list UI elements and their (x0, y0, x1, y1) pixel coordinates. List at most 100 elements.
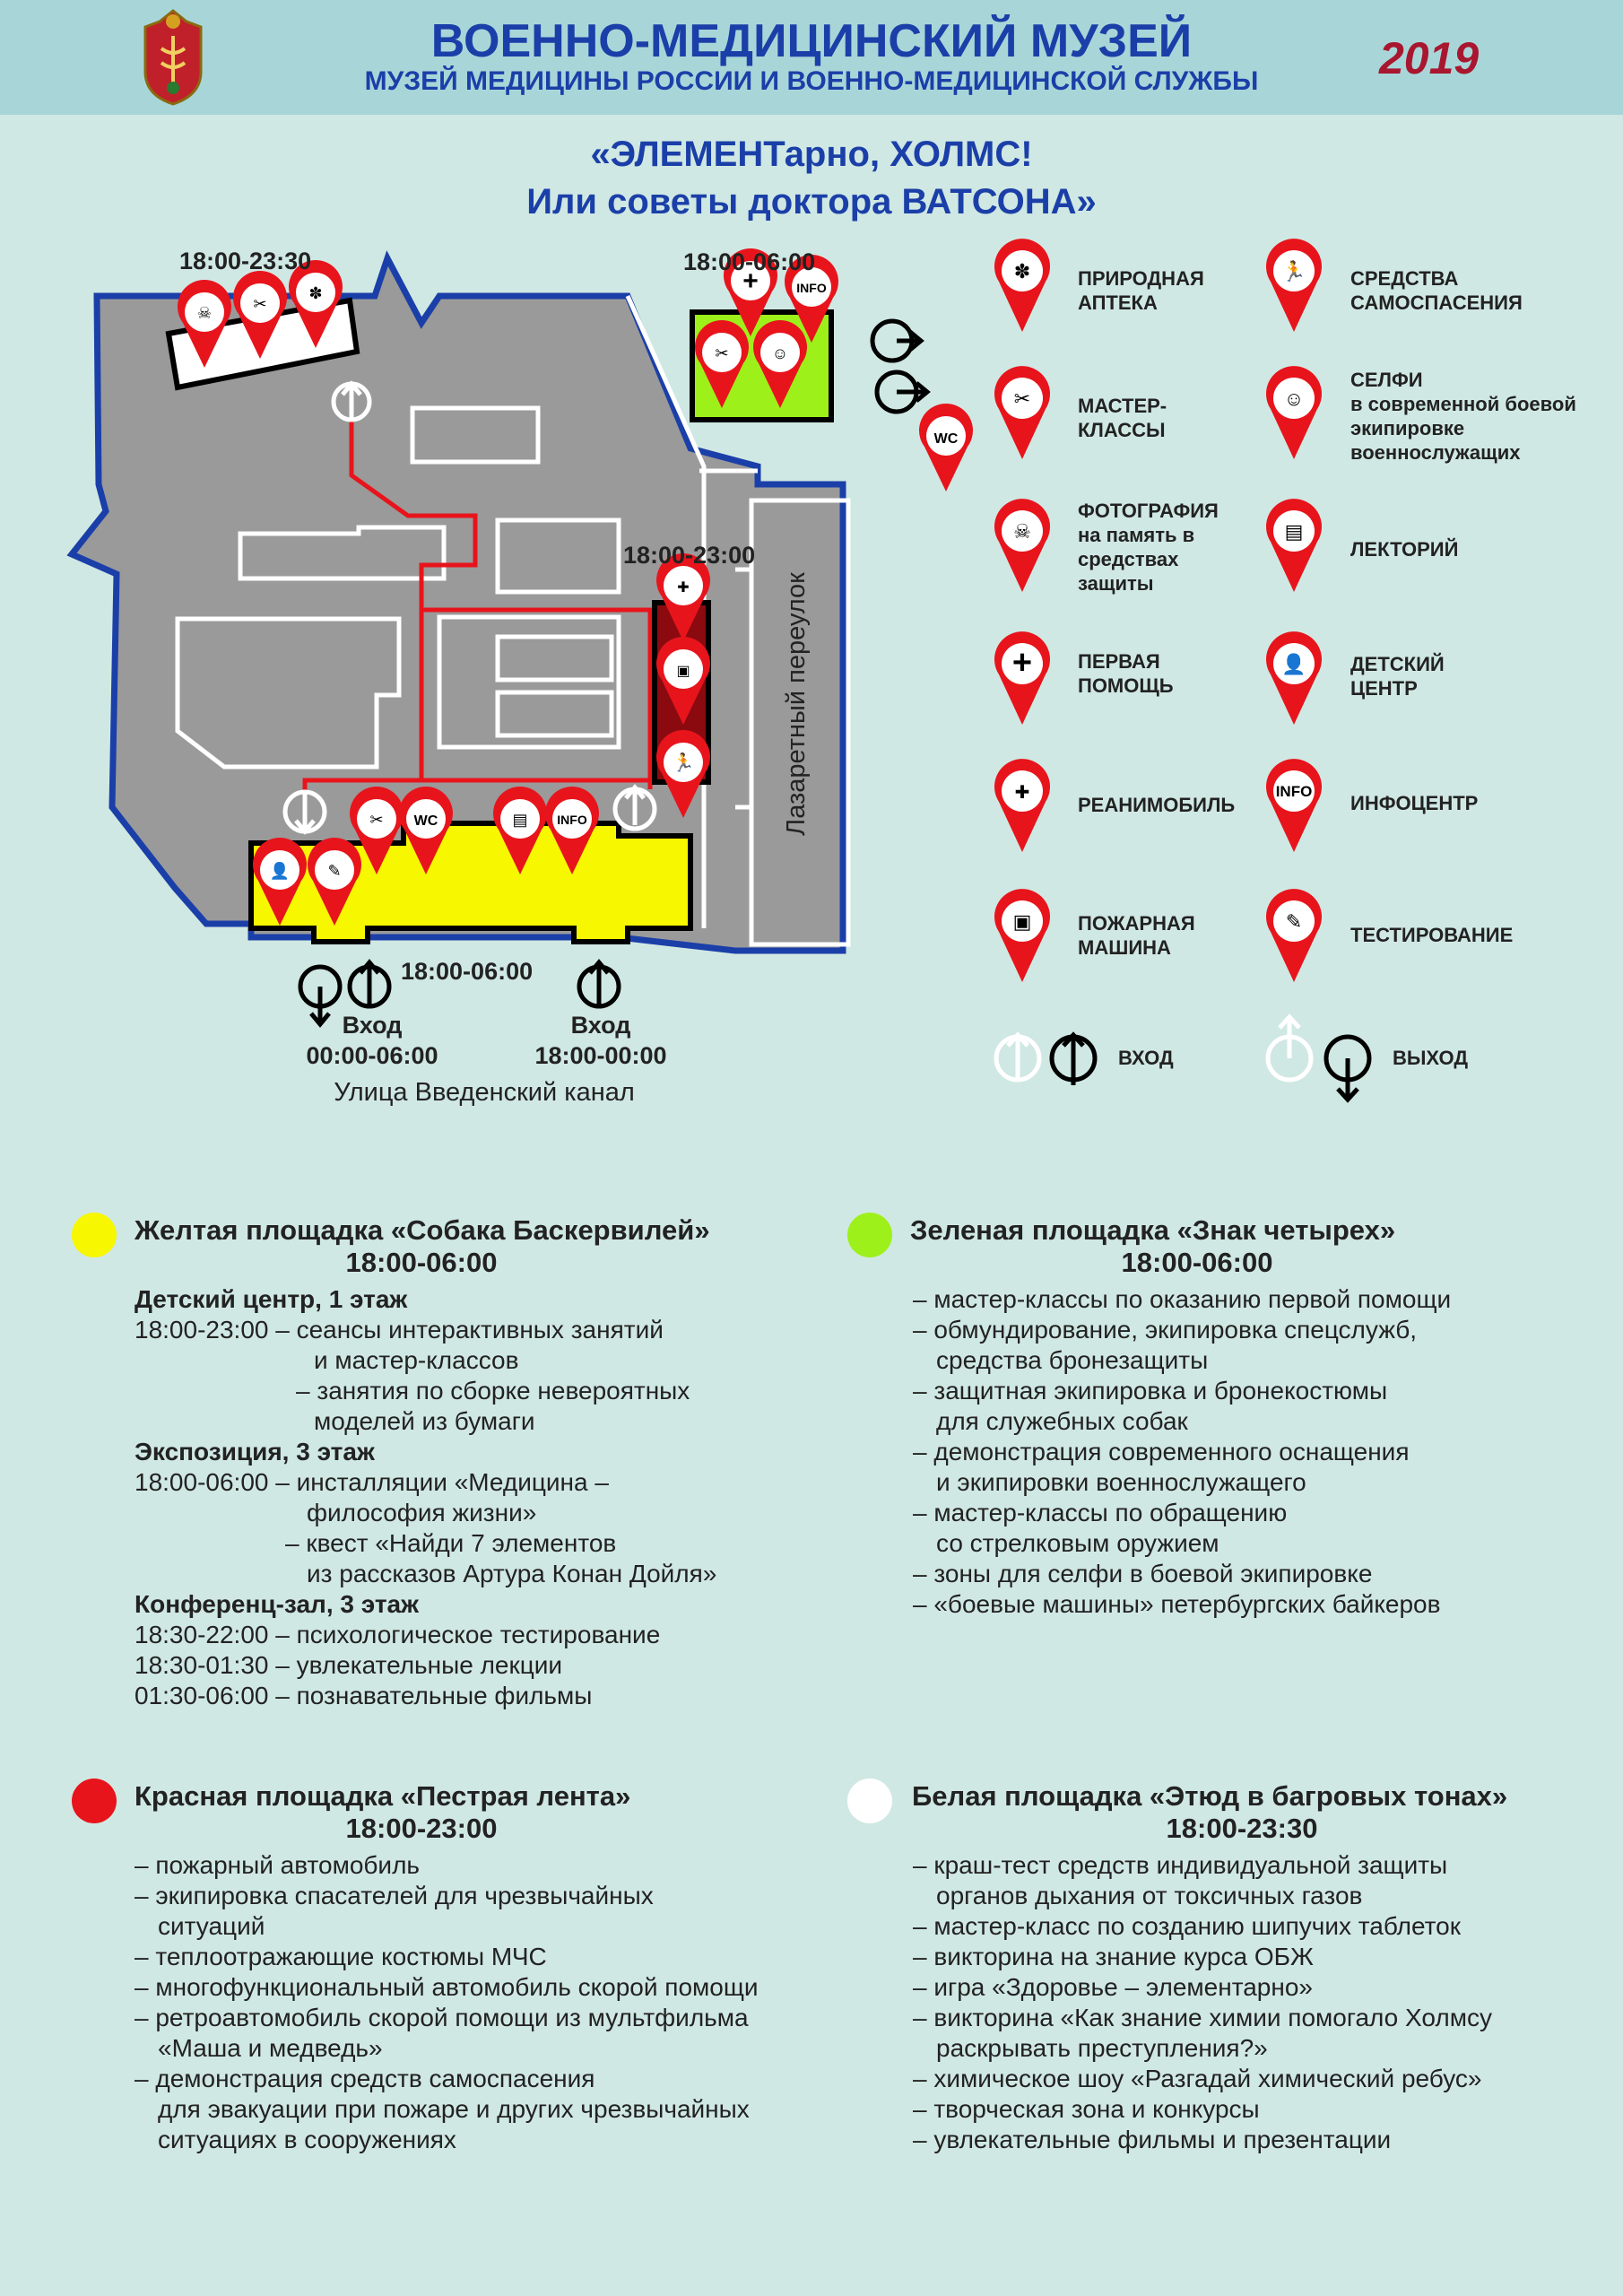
legend-label: Пожарная машина (1078, 912, 1195, 959)
legend-icons: ✽ 🏃 ✂ ☺ ☠ ▤ + 👤 ✚ INFO ▣ ✎ (994, 239, 1372, 1103)
svg-text:🏃: 🏃 (1281, 260, 1306, 283)
zone-red: Красная площадка «Пестрая лента» 18:00-2… (72, 1779, 771, 2191)
svg-text:🏃: 🏃 (673, 752, 695, 773)
zone-line: – многофункциональный автомобиль скорой … (135, 1973, 759, 2001)
legend-label: Средства самоспасения (1350, 267, 1523, 314)
cross-icon: + (724, 248, 777, 336)
zone-title: Красная площадка «Пестрая лента» (135, 1780, 631, 1812)
fire-truck-icon: ▣ (994, 889, 1050, 982)
svg-text:✂: ✂ (253, 295, 266, 313)
wc-icon: WC (919, 404, 973, 491)
soldier-icon: ☺ (753, 320, 807, 408)
svg-text:+: + (742, 266, 759, 296)
gas-mask-icon: ☠ (178, 280, 231, 368)
zone-yellow: Желтая площадка «Собака Баскервилей» 18:… (72, 1213, 771, 1733)
zone-line: Детский центр, 1 этаж (135, 1285, 408, 1313)
svg-text:▤: ▤ (1285, 520, 1304, 543)
zone-line: ситуациях в сооружениях (158, 2126, 456, 2153)
zone-line: – «боевые машины» петербургских байкеров (913, 1590, 1441, 1618)
zone-line: органов дыхания от токсичных газов (936, 1882, 1363, 1909)
zone-line: – демонстрация современного оснащения (913, 1438, 1410, 1465)
zone-line: – викторина «Как знание химии помогало Х… (913, 2004, 1492, 2031)
svg-text:+: + (1012, 644, 1032, 682)
running-person-icon: 🏃 (656, 730, 710, 818)
zone-line: со стрелковым оружием (936, 1529, 1219, 1557)
legend-label-with-sub: Фотография на память в средствах защиты (1078, 499, 1244, 596)
svg-text:☺: ☺ (772, 344, 788, 362)
svg-text:▣: ▣ (1013, 910, 1032, 933)
zone-line: Конференц-зал, 3 этаж (135, 1590, 419, 1618)
yellow-zone-time: 18:00-06:00 (401, 958, 534, 985)
svg-text:✂: ✂ (715, 344, 728, 362)
zone-color-dot (847, 1779, 892, 1823)
tree-icon: ✽ (289, 260, 343, 348)
test-icon: ✎ (308, 838, 361, 926)
svg-text:☠: ☠ (1013, 520, 1031, 543)
legend-label: Реанимобиль (1078, 794, 1236, 816)
zone-body: – мастер-классы по оказанию первой помощ… (913, 1284, 1451, 1620)
zone-line: – увлекательные фильмы и презентации (913, 2126, 1392, 2153)
svg-text:INFO: INFO (1276, 783, 1313, 800)
exit-icon-white (1265, 1013, 1314, 1083)
book-icon: ▤ (1266, 499, 1322, 592)
legend-label: Инфоцентр (1350, 792, 1479, 814)
zone-line: – экипировка спасателей для чрезвычайных (135, 1882, 654, 1909)
fire-truck-icon: ▣ (656, 637, 710, 725)
entrance-hours-1: Вход 00:00-06:00 (306, 1012, 438, 1069)
zone-line: и экипировки военнослужащего (936, 1468, 1306, 1496)
year-label: 2019 (1379, 33, 1480, 83)
zone-line: для эвакуации при пожаре и других чрезвы… (158, 2095, 750, 2123)
child-icon: 👤 (253, 838, 307, 926)
green-zone-time: 18:00-06:00 (683, 248, 816, 275)
zone-time: 18:00-06:00 (345, 1247, 498, 1278)
scissors-screen-icon: ✂ (695, 320, 749, 408)
legend-sublabel: на память в средствах защиты (1078, 524, 1195, 595)
zone-line: – игра «Здоровье – элементарно» (913, 1973, 1313, 2001)
info-icon: INFO (1266, 759, 1322, 852)
zone-body: Детский центр, 1 этаж 18:00-23:00 – сеан… (135, 1284, 716, 1711)
zone-line: 18:00-23:00 – сеансы интерактивных занят… (135, 1316, 664, 1344)
zone-line: средства бронезащиты (936, 1346, 1209, 1374)
running-person-icon: 🏃 (1266, 239, 1322, 332)
entrance-icon (1049, 1031, 1098, 1085)
test-icon: ✎ (1266, 889, 1322, 982)
zone-line: – мастер-классы по обращению (913, 1499, 1288, 1526)
ambulance-icon: ✚ (656, 553, 710, 641)
zone-green: Зеленая площадка «Знак четырех» 18:00-06… (847, 1213, 1547, 1643)
entrance-icon-white (994, 1031, 1042, 1083)
child-icon: 👤 (1266, 631, 1322, 725)
zone-title: Зеленая площадка «Знак четырех» (910, 1214, 1396, 1246)
zone-line: ситуаций (158, 1912, 265, 1940)
svg-text:INFO: INFO (796, 281, 827, 295)
zone-color-dot (72, 1779, 117, 1823)
exit-icon (1324, 1034, 1372, 1103)
gas-mask-icon: ☠ (994, 499, 1050, 592)
svg-text:✽: ✽ (1014, 260, 1030, 283)
scissors-screen-icon: ✂ (994, 366, 1050, 459)
museum-title: ВОЕННО-МЕДИЦИНСКИЙ МУЗЕЙ (430, 15, 1193, 67)
legend-label: Детский центр (1350, 653, 1445, 700)
legend-label: Селфи (1350, 369, 1423, 391)
svg-text:WC: WC (414, 813, 438, 829)
zone-line: моделей из бумаги (314, 1407, 535, 1435)
tree-icon: ✽ (994, 239, 1050, 332)
white-zone-time: 18:00-23:30 (179, 248, 312, 274)
book-icon: ▤ (493, 787, 547, 874)
legend-label: Лекторий (1350, 538, 1459, 561)
info-icon: INFO (545, 787, 599, 874)
zone-line: – демонстрация средств самоспасения (135, 2065, 595, 2092)
svg-text:WC: WC (934, 431, 959, 447)
red-zone-time: 18:00-23:00 (623, 542, 756, 569)
zone-line: – мастер-класс по созданию шипучих табле… (913, 1912, 1461, 1940)
entrance-hours-2: Вход 18:00-00:00 (534, 1012, 667, 1069)
svg-text:👤: 👤 (1281, 653, 1306, 675)
zone-line: для служебных собак (936, 1407, 1188, 1435)
svg-text:✚: ✚ (677, 580, 689, 596)
zone-line: – зоны для селфи в боевой экипировке (913, 1560, 1373, 1587)
scissors-screen-icon: ✂ (233, 271, 287, 359)
svg-text:✚: ✚ (1015, 783, 1030, 803)
svg-text:✎: ✎ (327, 862, 341, 880)
zone-time: 18:00-23:00 (345, 1813, 498, 1844)
legend-entry-label: ВХОД (1118, 1047, 1174, 1069)
zone-line: «Маша и медведь» (158, 2034, 383, 2062)
